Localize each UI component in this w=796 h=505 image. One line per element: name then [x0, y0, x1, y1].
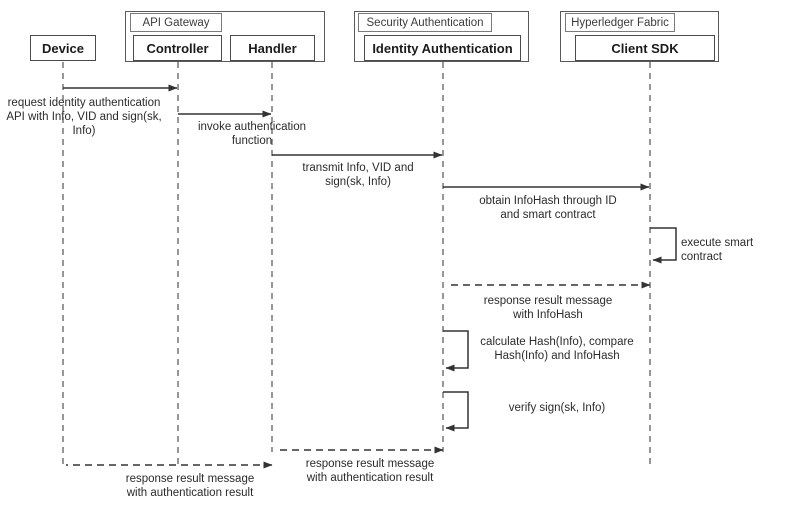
message-label-m7: calculate Hash(Info), compare Hash(Info)… [480, 336, 634, 362]
message-label-m8: verify sign(sk, Info) [508, 402, 606, 414]
group-label-hyperledger-fabric: Hyperledger Fabric [565, 13, 675, 32]
message-label-m5: execute smart contract [681, 237, 754, 263]
group-label-api-gateway: API Gateway [130, 13, 222, 32]
message-label-m6: response result message with InfoHash [483, 295, 613, 321]
participant-identity-authentication[interactable]: Identity Authentication [364, 35, 521, 61]
participant-handler[interactable]: Handler [230, 35, 315, 61]
message-arrow-m8-self [443, 391, 469, 432]
message-label-m2: invoke authentication function [197, 121, 307, 147]
message-label-m9: response result message with authenticat… [305, 458, 435, 484]
message-label-m3: transmit Info, VID and sign(sk, Info) [302, 162, 414, 188]
message-label-m1: request identity authentication API with… [6, 97, 162, 137]
participant-device[interactable]: Device [30, 35, 96, 61]
message-label-m4: obtain InfoHash through ID and smart con… [479, 195, 617, 221]
message-arrow-m7-self [443, 330, 469, 372]
message-arrow-m5-self [650, 227, 677, 264]
group-label-security-authentication: Security Authentication [358, 13, 492, 32]
message-label-m10: response result message with authenticat… [125, 473, 255, 499]
participant-controller[interactable]: Controller [133, 35, 222, 61]
participant-client-sdk[interactable]: Client SDK [575, 35, 715, 61]
